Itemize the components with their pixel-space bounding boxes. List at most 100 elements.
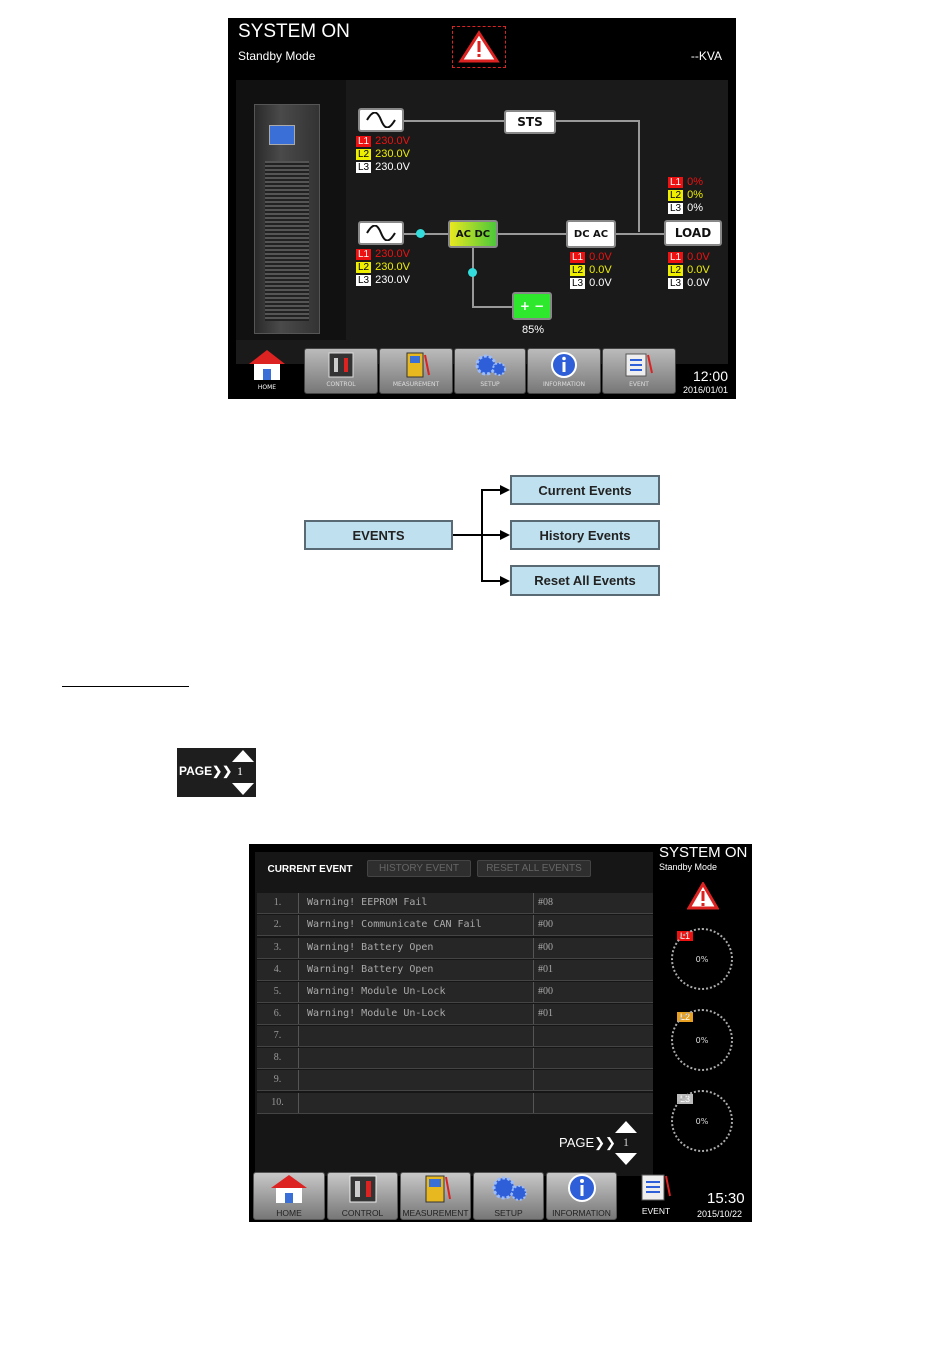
event-button[interactable]: EVENT — [602, 348, 676, 394]
bypass-source-node[interactable] — [358, 108, 404, 132]
clock-time: 12:00 — [692, 368, 728, 384]
table-row[interactable]: 7. — [257, 1026, 653, 1047]
tab-current-event[interactable]: CURRENT EVENT — [267, 864, 353, 875]
inverter-node[interactable]: DC AC — [566, 220, 616, 248]
tree-branch-2 — [481, 534, 501, 536]
wire-mains-rect — [404, 233, 448, 235]
wire-rect-batt — [472, 248, 474, 306]
home-icon — [249, 350, 285, 380]
wire-inv-load — [616, 233, 664, 235]
page-up-icon[interactable] — [232, 750, 254, 762]
wire-rect-inv — [498, 233, 566, 235]
table-row[interactable]: 4.Warning! Battery Open#01 — [257, 960, 653, 981]
events-root-box: EVENTS — [304, 520, 453, 550]
wire-bypass-sts — [404, 120, 504, 122]
system-status-title: SYSTEM ON — [238, 21, 350, 42]
table-row[interactable]: 1.Warning! EEPROM Fail#08 — [257, 893, 653, 914]
battery-icon[interactable]: + − — [512, 292, 552, 320]
clock-date: 2015/10/22 — [697, 1209, 743, 1219]
table-row[interactable]: 3.Warning! Battery Open#00 — [257, 938, 653, 959]
cabinet-grille — [265, 161, 309, 321]
control-icon — [328, 352, 354, 378]
page-down-icon[interactable] — [232, 783, 254, 795]
sine-wave-icon — [366, 112, 396, 128]
tree-branch-1 — [481, 489, 501, 491]
event-button[interactable]: EVENT — [621, 1172, 691, 1220]
gear-icon — [492, 1176, 527, 1201]
event-screen: CURRENT EVENT HISTORY EVENT RESET ALL EV… — [249, 844, 752, 1222]
information-button[interactable]: INFORMATION — [527, 348, 601, 394]
gear-icon — [475, 354, 506, 376]
multimeter-icon — [425, 1175, 451, 1203]
table-row[interactable]: 5.Warning! Module Un-Lock#00 — [257, 982, 653, 1003]
tab-history-event[interactable]: HISTORY EVENT — [367, 860, 471, 877]
page-number: 1 — [623, 1135, 629, 1149]
information-button[interactable]: INFORMATION — [546, 1172, 617, 1220]
multimeter-icon — [406, 352, 430, 378]
table-row[interactable]: 9. — [257, 1070, 653, 1091]
link-dot-mains — [416, 229, 425, 238]
tree-branch-3 — [481, 580, 501, 582]
page-number: 1 — [237, 764, 243, 778]
setup-button[interactable]: SETUP — [473, 1172, 544, 1220]
control-button[interactable]: CONTROL — [304, 348, 378, 394]
page-navigator: PAGE❯❯ 1 — [177, 748, 256, 797]
cabinet-display — [269, 125, 295, 145]
load-gauge-l2: 0% — [671, 1009, 733, 1071]
clock-time: 15:30 — [707, 1190, 745, 1207]
measurement-button[interactable]: MEASUREMENT — [379, 348, 453, 394]
history-events-box: History Events — [510, 520, 660, 550]
page-up-icon[interactable] — [615, 1121, 637, 1133]
system-status-title: SYSTEM ON — [659, 844, 748, 861]
table-row[interactable]: 8. — [257, 1048, 653, 1069]
setup-button[interactable]: SETUP — [454, 348, 526, 394]
kva-readout: --KVA — [690, 49, 722, 63]
sts-node[interactable]: STS — [504, 110, 556, 134]
control-icon — [349, 1175, 376, 1203]
page-down-icon[interactable] — [615, 1153, 637, 1165]
info-icon — [551, 352, 577, 378]
section-underline — [62, 686, 189, 687]
home-button[interactable]: HOME — [244, 348, 290, 394]
home-icon — [271, 1175, 307, 1203]
operating-mode: Standby Mode — [659, 862, 718, 872]
page-label: PAGE❯❯ — [179, 764, 233, 778]
clock-date: 2016/01/01 — [682, 385, 728, 395]
wire-sts-right — [556, 120, 640, 122]
control-button[interactable]: CONTROL — [327, 1172, 398, 1220]
event-log-icon — [641, 1174, 671, 1201]
operating-mode: Standby Mode — [238, 49, 316, 63]
wire-batt — [472, 306, 512, 308]
table-row[interactable]: 2.Warning! Communicate CAN Fail#00 — [257, 915, 653, 936]
rectifier-node[interactable]: AC DC — [448, 220, 498, 248]
table-row[interactable]: 10. — [257, 1093, 653, 1114]
wire-sts-down — [638, 120, 640, 232]
measurement-button[interactable]: MEASUREMENT — [400, 1172, 471, 1220]
reset-all-events-box: Reset All Events — [510, 565, 660, 596]
event-log-icon — [625, 353, 653, 377]
load-node[interactable]: LOAD — [664, 220, 722, 246]
alarm-warning-icon[interactable] — [452, 26, 506, 68]
load-gauge-l1: 0% — [671, 928, 733, 990]
alarm-warning-icon[interactable] — [686, 881, 720, 914]
sine-wave-icon — [366, 225, 396, 241]
arrow-icon — [500, 530, 510, 540]
mains-source-node[interactable] — [358, 221, 404, 245]
home-button[interactable]: HOME — [253, 1172, 325, 1220]
tab-reset-all-events[interactable]: RESET ALL EVENTS — [477, 860, 591, 877]
table-row[interactable]: 6.Warning! Module Un-Lock#01 — [257, 1004, 653, 1025]
ups-cabinet-image — [254, 104, 320, 334]
page-label: PAGE❯❯ — [559, 1135, 616, 1150]
current-events-box: Current Events — [510, 475, 660, 505]
load-gauge-l3: 0% — [671, 1090, 733, 1152]
arrow-icon — [500, 485, 510, 495]
info-icon — [567, 1174, 596, 1202]
arrow-icon — [500, 576, 510, 586]
link-dot-battery — [468, 268, 477, 277]
home-screen: SYSTEM ON Standby Mode --KVA STS AC DC D… — [228, 18, 736, 399]
